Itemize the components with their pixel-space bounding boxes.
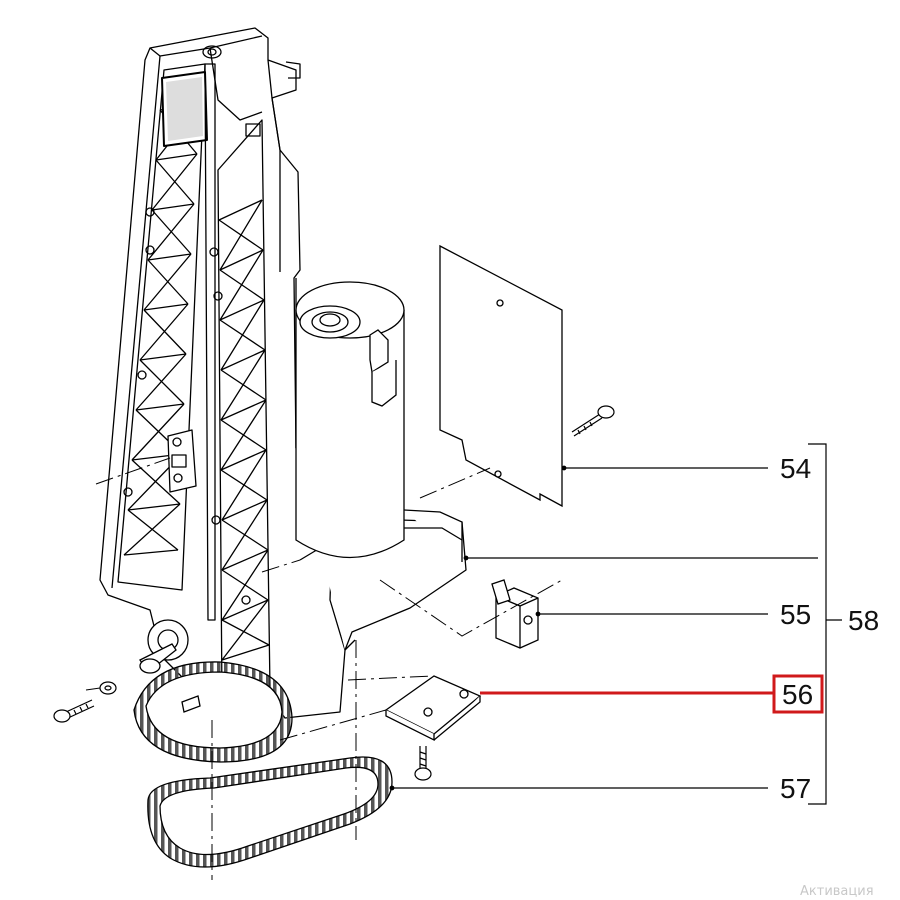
part-54-circuit-board [439, 244, 563, 508]
motor [295, 281, 463, 562]
callout-57: 57 [780, 773, 811, 804]
callout-56-highlight-box [772, 674, 824, 714]
pulley-gear [133, 619, 293, 763]
plate-screw [414, 746, 432, 781]
washer-and-screw [53, 681, 117, 723]
group-bracket-58 [808, 443, 842, 805]
leader-dots [389, 465, 567, 791]
leader-lines [392, 467, 818, 789]
board-screw [571, 405, 615, 437]
watermark-text: Активация [800, 884, 874, 899]
part-57-timing-belt [147, 756, 393, 868]
part-55-sensor-block [491, 579, 539, 649]
callout-54: 54 [780, 453, 811, 484]
callout-55: 55 [780, 599, 811, 630]
callout-56: 56 [782, 679, 813, 710]
callout-58: 58 [848, 605, 879, 636]
part-56-plate [384, 675, 482, 742]
tower-frame [99, 27, 467, 721]
assembly-dash-lines [85, 457, 563, 880]
